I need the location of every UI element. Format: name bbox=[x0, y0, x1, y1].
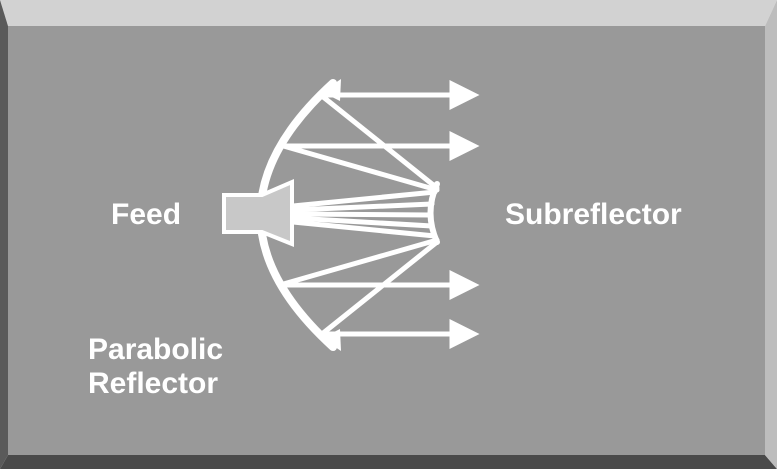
reflected-rays bbox=[277, 93, 440, 337]
feed-ray bbox=[290, 189, 438, 209]
bevel-top bbox=[0, 0, 777, 26]
parabolic-label-line1: Parabolic bbox=[88, 333, 224, 366]
feed-ray bbox=[290, 215, 435, 229]
reflected-ray bbox=[319, 93, 440, 191]
subreflector-label: Subreflector bbox=[505, 198, 682, 231]
feed-label: Feed bbox=[111, 198, 182, 231]
bevel-bottom bbox=[0, 455, 777, 469]
feed-horn bbox=[222, 178, 294, 247]
feed-ray bbox=[290, 219, 438, 239]
reflected-ray bbox=[319, 239, 440, 337]
bevel-right bbox=[765, 0, 777, 469]
feed-ray bbox=[290, 201, 435, 213]
feed-ray bbox=[290, 211, 433, 218]
reflected-ray bbox=[277, 142, 440, 193]
rim-arrowhead-bottom bbox=[322, 329, 341, 351]
rim-arrowhead-top bbox=[322, 79, 341, 101]
bevel-left bbox=[0, 0, 8, 469]
parabolic-reflector-label: Parabolic Reflector bbox=[88, 333, 223, 400]
reflected-ray bbox=[277, 237, 440, 288]
feed-rays bbox=[290, 189, 438, 239]
parabolic-label-line2: Reflector bbox=[88, 366, 219, 400]
output-beams bbox=[281, 80, 480, 349]
